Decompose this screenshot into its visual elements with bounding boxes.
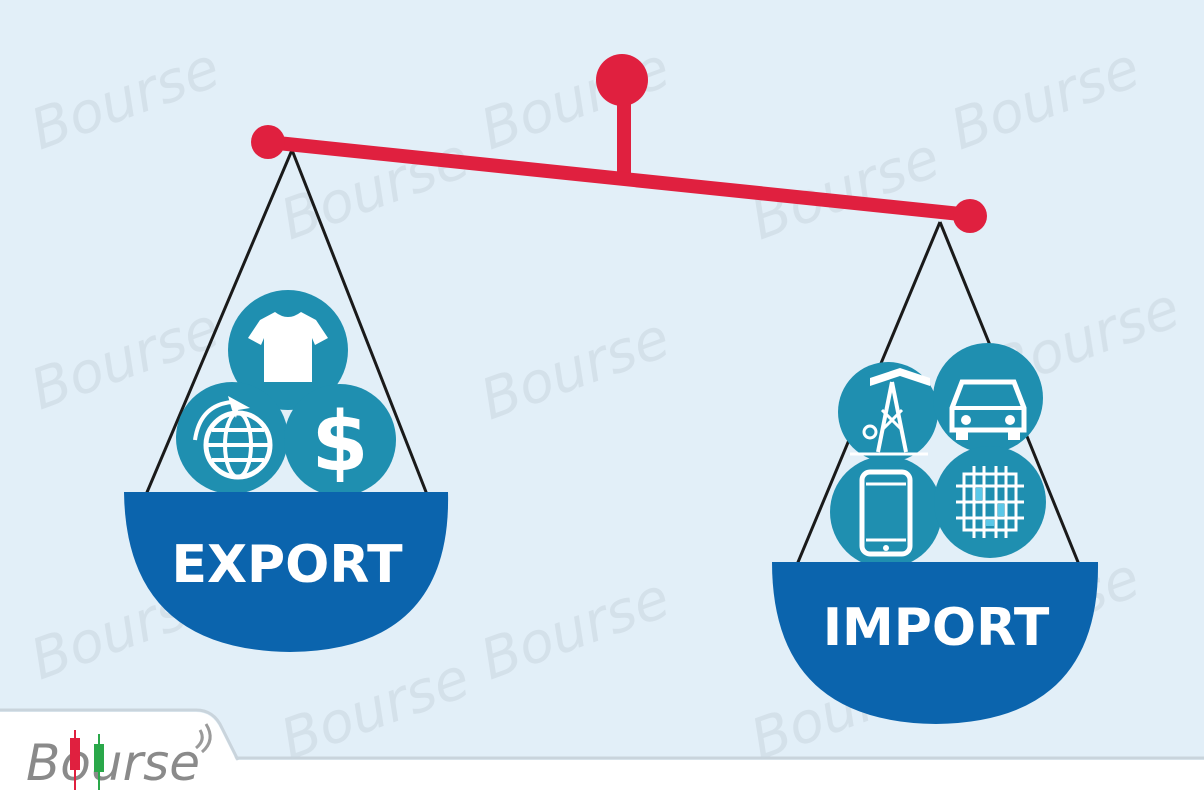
brand-logo: Bourse — [0, 708, 240, 799]
smartphone-icon — [830, 456, 942, 568]
import-pan: IMPORT — [772, 562, 1099, 724]
oil-pump-icon — [838, 362, 938, 462]
bottom-strip — [0, 760, 1204, 799]
export-pan: EXPORT — [124, 492, 449, 652]
export-icons: $ — [176, 290, 396, 496]
import-label: IMPORT — [823, 598, 1050, 658]
logo-text: Bourse — [26, 734, 200, 792]
import-icons — [830, 343, 1046, 568]
signal-icon — [195, 723, 212, 754]
candlestick-icon — [70, 730, 104, 790]
globe-plane-icon — [176, 382, 288, 494]
circuit-chip-icon — [934, 446, 1046, 558]
scale-beam — [251, 54, 987, 233]
export-label: EXPORT — [171, 535, 403, 595]
svg-text:$: $ — [311, 395, 368, 490]
dollar-icon: $ — [284, 384, 396, 496]
tshirt-icon — [228, 290, 348, 410]
car-icon — [933, 343, 1043, 453]
